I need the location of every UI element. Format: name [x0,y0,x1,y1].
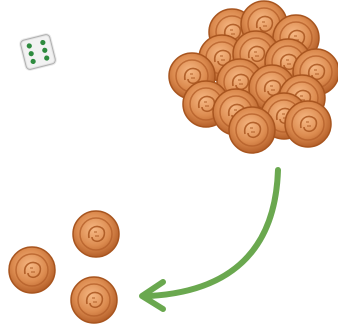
coin-icon [73,211,119,257]
coin-icon [229,107,275,153]
curved-arrow-icon [142,170,278,309]
small-coin-group [9,211,119,323]
coin-icon [285,101,331,147]
coin-pile [169,1,338,153]
die-icon [20,34,56,70]
coin-icon [71,277,117,323]
coin-icon [9,247,55,293]
